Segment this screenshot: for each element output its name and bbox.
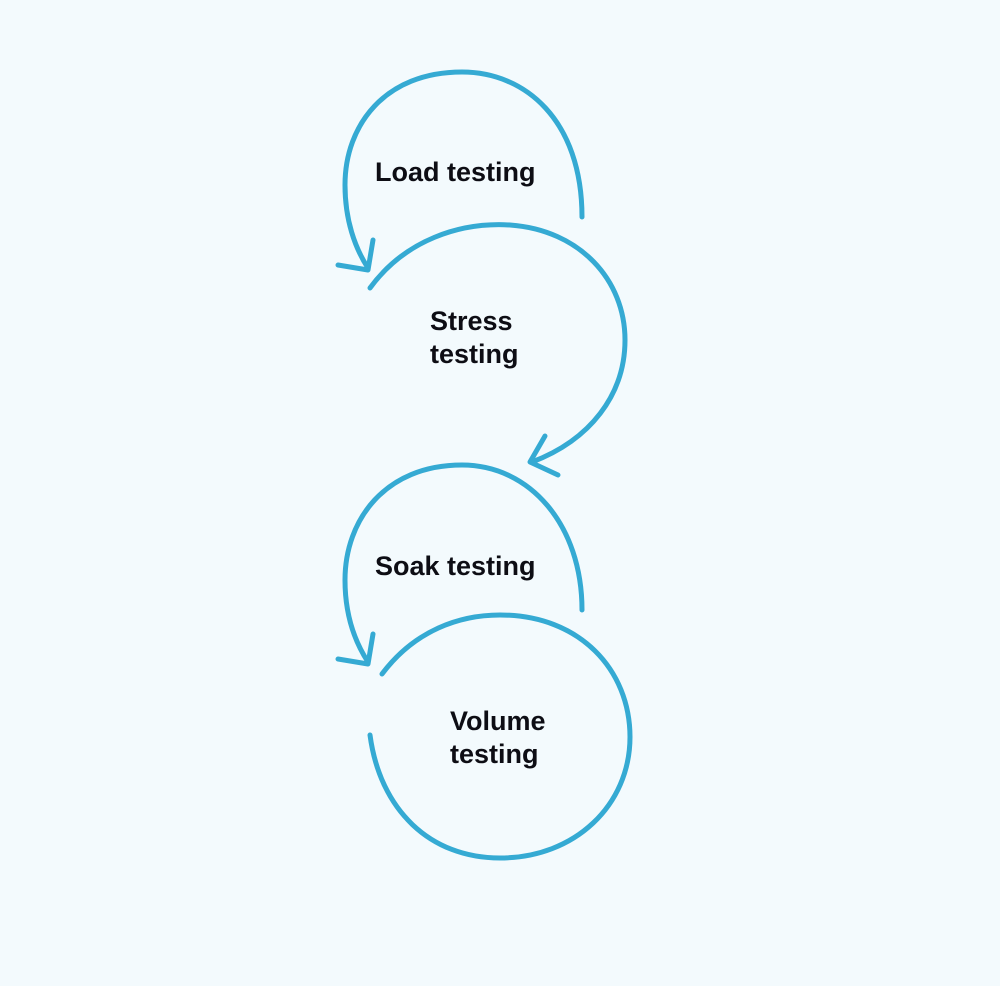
step-label-load-testing: Load testing <box>375 156 536 189</box>
step-label-soak-testing: Soak testing <box>375 550 536 583</box>
stress-testing-arc <box>367 222 628 465</box>
soak-testing-arc <box>342 462 585 665</box>
load-testing-arc <box>342 69 585 271</box>
step-label-line: Load testing <box>375 157 536 187</box>
load-testing-arrowhead <box>335 237 376 273</box>
step-label-line: testing <box>450 739 539 769</box>
step-label-line: Volume <box>450 706 546 736</box>
stress-testing-arrowhead <box>527 433 561 478</box>
step-label-line: Soak testing <box>375 551 536 581</box>
step-label-volume-testing: Volume testing <box>450 705 546 771</box>
step-label-line: testing <box>430 339 519 369</box>
volume-testing-arc <box>367 612 633 861</box>
soak-testing-arrowhead <box>335 631 376 667</box>
step-label-stress-testing: Stress testing <box>430 305 519 371</box>
step-label-line: Stress <box>430 306 513 336</box>
